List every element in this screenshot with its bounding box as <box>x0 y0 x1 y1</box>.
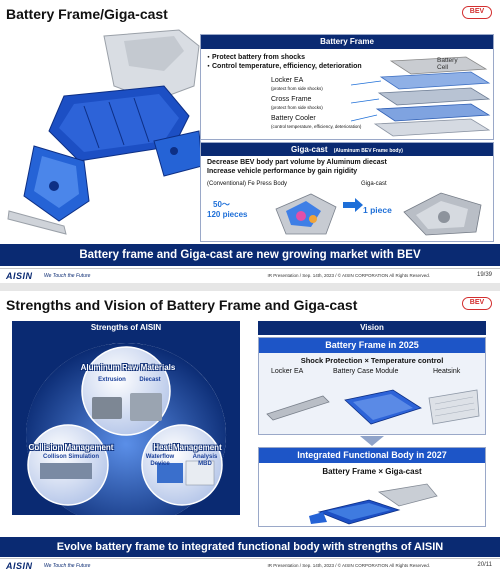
battery-gigacast-combo-label: Battery Frame × Giga-cast <box>322 467 422 476</box>
bev-badge: BEV <box>462 6 492 19</box>
car-chassis-illustration <box>7 29 203 235</box>
heatsink-label: Heatsink <box>433 368 461 375</box>
integrated-body-illustration <box>309 483 438 525</box>
pieces-after: 1 piece <box>363 205 392 215</box>
giga-cast-line2: Increase vehicle performance by gain rig… <box>207 168 358 175</box>
giga-cast-part-illustration <box>403 192 482 236</box>
heat-management-label: Heat Management <box>153 443 222 452</box>
slide2-footer: AISIN We Touch the Future IR Presentatio… <box>0 558 500 572</box>
slide-battery-frame: Battery Frame/Giga-cast BEV Battery Fram… <box>0 0 500 283</box>
footer-copyright: IR Presentation / Sep. 14th, 2023 / © AI… <box>267 273 430 278</box>
waterflow-device-label: Waterflow Device <box>145 454 175 467</box>
extrusion-label: Extrusion <box>98 377 126 383</box>
battery-case-module-label: Battery Case Module <box>333 368 399 375</box>
battery-2025-parts-illustration <box>266 389 480 425</box>
battery-frame-2025-title: Battery Frame in 2025 <box>259 338 485 353</box>
collision-management-label: Collision Management <box>28 443 114 452</box>
conventional-label: (Conventional) Fe Press Body <box>207 181 288 187</box>
pieces-before-top: 50～ <box>213 200 230 209</box>
giga-cast-header-note: (Aluminum BEV Frame body) <box>333 148 403 154</box>
giga-cast-line1: Decrease BEV body part volume by Aluminu… <box>207 159 387 166</box>
collision-simulation-label: Collison Simulation <box>42 454 99 460</box>
locker-ea-note: (protect from side shocks) <box>271 86 323 91</box>
aisin-logo: AISIN <box>6 561 33 571</box>
battery-frame-panel: Battery Frame ・Protect battery from shoc… <box>200 34 494 140</box>
battery-cooler-note: (control temperature, efficiency, deteri… <box>271 124 362 129</box>
strengths-header: Strengths of AISIN <box>12 321 240 335</box>
gigacast-label: Giga-cast <box>361 181 387 187</box>
arrow-right-icon <box>343 198 363 212</box>
giga-cast-panel: Giga-cast (Aluminum BEV Frame body) Decr… <box>200 142 494 242</box>
slide1-footer: AISIN We Touch the Future IR Presentatio… <box>0 268 500 282</box>
footer-copyright: IR Presentation / Sep. 14th, 2023 / © AI… <box>267 563 430 568</box>
footer-tagline: We Touch the Future <box>44 563 91 569</box>
bullet-protect: ・Protect battery from shocks <box>205 54 305 61</box>
analysis-mbd-label: Analysis MBD <box>192 454 218 467</box>
vision-header: Vision <box>258 321 486 335</box>
battery-cooler-label: Battery Cooler <box>271 115 316 122</box>
bullet-control: ・Control temperature, efficiency, deteri… <box>205 63 362 70</box>
page-number: 20/11 <box>477 562 492 568</box>
giga-cast-header: Giga-cast (Aluminum BEV Frame body) <box>201 143 493 156</box>
slide-strengths-vision: Strengths and Vision of Battery Frame an… <box>0 291 500 572</box>
battery-frame-header: Battery Frame <box>201 35 493 49</box>
fe-press-body-illustration <box>275 193 337 235</box>
functional-body-2027-title: Integrated Functional Body in 2027 <box>259 448 485 463</box>
cross-frame-note: (protect from side shocks) <box>271 105 323 110</box>
cross-frame-label: Cross Frame <box>271 96 312 103</box>
locker-ea-label: Locker EA <box>271 368 304 375</box>
slide-title: Strengths and Vision of Battery Frame an… <box>6 297 358 313</box>
bev-badge: BEV <box>462 297 492 310</box>
footer-tagline: We Touch the Future <box>44 273 91 279</box>
slide2-banner: Evolve battery frame to integrated funct… <box>0 537 500 557</box>
giga-cast-title: Giga-cast <box>291 145 328 154</box>
functional-body-2027-box: Integrated Functional Body in 2027 Batte… <box>258 447 486 527</box>
battery-exploded-illustration <box>351 56 491 137</box>
slide1-banner: Battery frame and Giga-cast are new grow… <box>0 244 500 266</box>
locker-ea-label: Locker EA <box>271 77 304 84</box>
battery-cell-label: Battery Cell <box>437 57 458 71</box>
aluminum-raw-materials-label: Aluminum Raw Materials <box>80 363 176 372</box>
diecast-label: Diecast <box>139 377 161 383</box>
slide-title: Battery Frame/Giga-cast <box>6 6 168 22</box>
page-number: 19/39 <box>476 272 492 278</box>
strengths-diagram <box>12 335 240 515</box>
arrow-down-icon <box>360 436 384 446</box>
battery-frame-2025-box: Battery Frame in 2025 Shock Protection ×… <box>258 337 486 435</box>
shock-temperature-label: Shock Protection × Temperature control <box>300 356 444 365</box>
pieces-before-bottom: 120 pieces <box>207 210 248 219</box>
aisin-logo: AISIN <box>6 271 33 281</box>
slide-separator <box>0 283 500 291</box>
